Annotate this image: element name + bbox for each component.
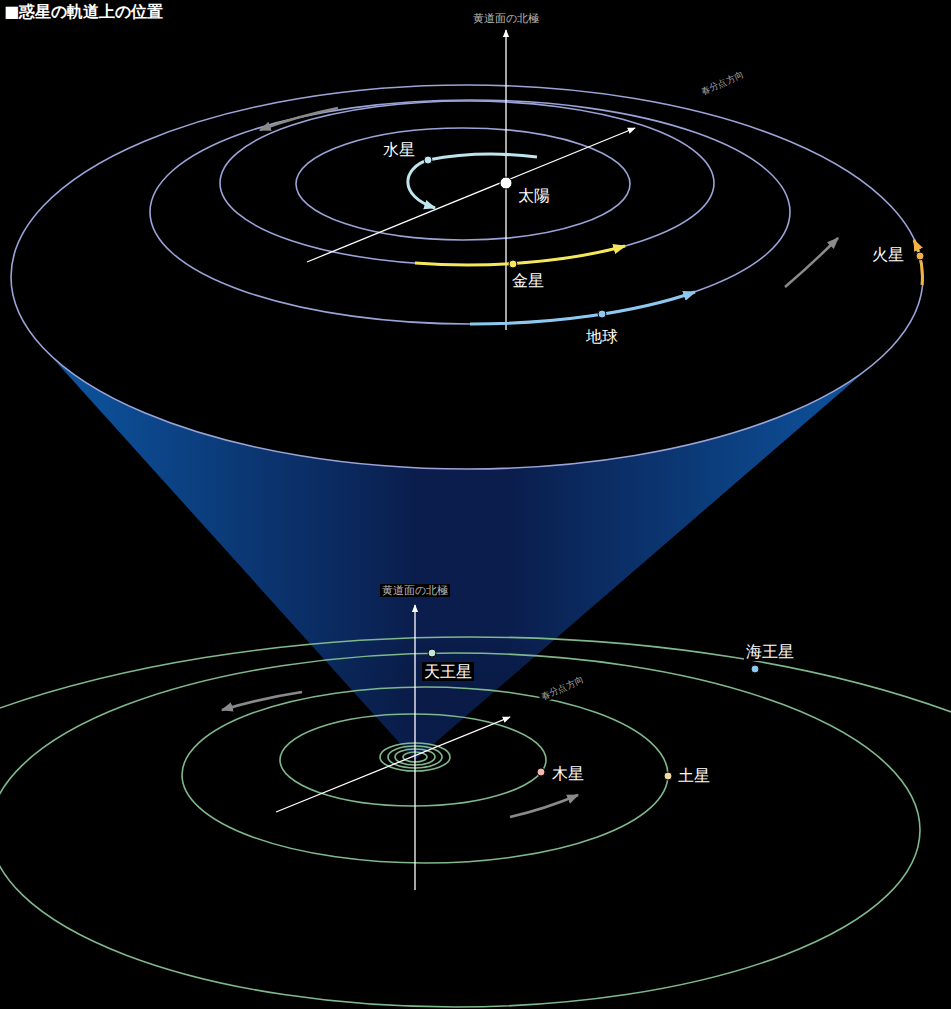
diagram-title: ■惑星の軌道上の位置 xyxy=(4,2,163,21)
axis-label: 黄道面の北極 xyxy=(471,12,541,25)
planet-label: 木星 xyxy=(550,764,586,783)
planet-label: 天王星 xyxy=(422,662,474,681)
planet-label: 金星 xyxy=(510,271,546,290)
planet-label: 海王星 xyxy=(744,642,796,661)
planet-label: 土星 xyxy=(676,766,712,785)
planet-label: 水星 xyxy=(381,140,417,159)
axis-label: 黄道面の北極 xyxy=(380,584,450,597)
planet-label: 火星 xyxy=(870,245,906,264)
sun-label: 太陽 xyxy=(516,186,552,205)
direction-label: 春分点方向 xyxy=(538,674,587,704)
direction-label: 春分点方向 xyxy=(698,69,747,99)
planet-label: 地球 xyxy=(584,327,620,346)
